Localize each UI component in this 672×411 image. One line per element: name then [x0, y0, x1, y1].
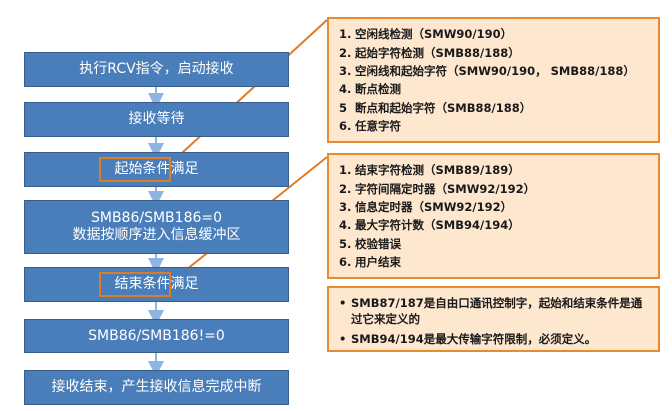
step-start-rcv-text: 执行RCV指令，启动接收 [79, 61, 234, 77]
step-end-condition-text: 结束条件满足 [114, 276, 199, 292]
end-conditions-panel: 1.结束字符检测（SMB89/189） 2.字符间隔定时器（SMW92/192）… [327, 153, 660, 279]
step-buffer-data-line-2: 数据按顺序进入信息缓冲区 [72, 227, 241, 243]
step-smb-nonzero: SMB86/SMB186!=0 [24, 319, 289, 353]
list-item: 3.空闲线和起始字符（SMW90/190， SMB88/188） [339, 63, 635, 78]
list-item: 5.校验错误 [339, 236, 401, 251]
list-item: 2.字符间隔定时器（SMW92/192） [339, 181, 536, 196]
step-start-rcv: 执行RCV指令，启动接收 [24, 52, 289, 87]
bullet-icon: • [339, 296, 347, 310]
step-wait-receive: 接收等待 [24, 102, 289, 137]
list-item: 4.最大字符计数（SMB94/194） [339, 218, 520, 233]
step-receive-complete-text: 接收结束，产生接收信息完成中断 [51, 379, 262, 395]
list-item: 2.起始字符检测（SMB88/188） [339, 45, 520, 60]
step-wait-receive-text: 接收等待 [128, 111, 185, 127]
list-item: 6.任意字符 [339, 119, 401, 134]
start-conditions-list: 1.空闲线检测（SMW90/190） 2.起始字符检测（SMB88/188） 3… [339, 25, 648, 135]
end-condition-highlight [99, 272, 171, 297]
list-item: •SMB87/187是自由口通讯控制字，起始和结束条件是通过它来定义的 [339, 296, 643, 326]
list-item: 4.断点检测 [339, 82, 401, 97]
start-callout-line [170, 19, 328, 164]
list-item: 1.空闲线检测（SMW90/190） [339, 27, 513, 42]
end-conditions-list: 1.结束字符检测（SMB89/189） 2.字符间隔定时器（SMW92/192）… [339, 161, 648, 271]
notes-panel: •SMB87/187是自由口通讯控制字，起始和结束条件是通过它来定义的 •SMB… [327, 286, 660, 352]
step-receive-complete: 接收结束，产生接收信息完成中断 [24, 370, 289, 405]
notes-list: •SMB87/187是自由口通讯控制字，起始和结束条件是通过它来定义的 •SMB… [339, 295, 648, 347]
step-buffer-data-line-1: SMB86/SMB186=0 [90, 210, 223, 226]
step-buffer-data: SMB86/SMB186=0 数据按顺序进入信息缓冲区 [24, 200, 289, 254]
step-start-condition-text: 起始条件满足 [114, 161, 199, 177]
list-item: 1.结束字符检测（SMB89/189） [339, 163, 520, 178]
step-smb-nonzero-text: SMB86/SMB186!=0 [88, 327, 225, 344]
list-item: •SMB94/194是最大传输字符限制，必须定义。 [339, 332, 597, 346]
list-item: 3.信息定时器（SMW92/192） [339, 199, 513, 214]
start-conditions-panel: 1.空闲线检测（SMW90/190） 2.起始字符检测（SMB88/188） 3… [327, 17, 660, 143]
start-condition-highlight [99, 157, 171, 182]
bullet-icon: • [339, 332, 347, 346]
list-item: 6.用户结束 [339, 255, 401, 270]
